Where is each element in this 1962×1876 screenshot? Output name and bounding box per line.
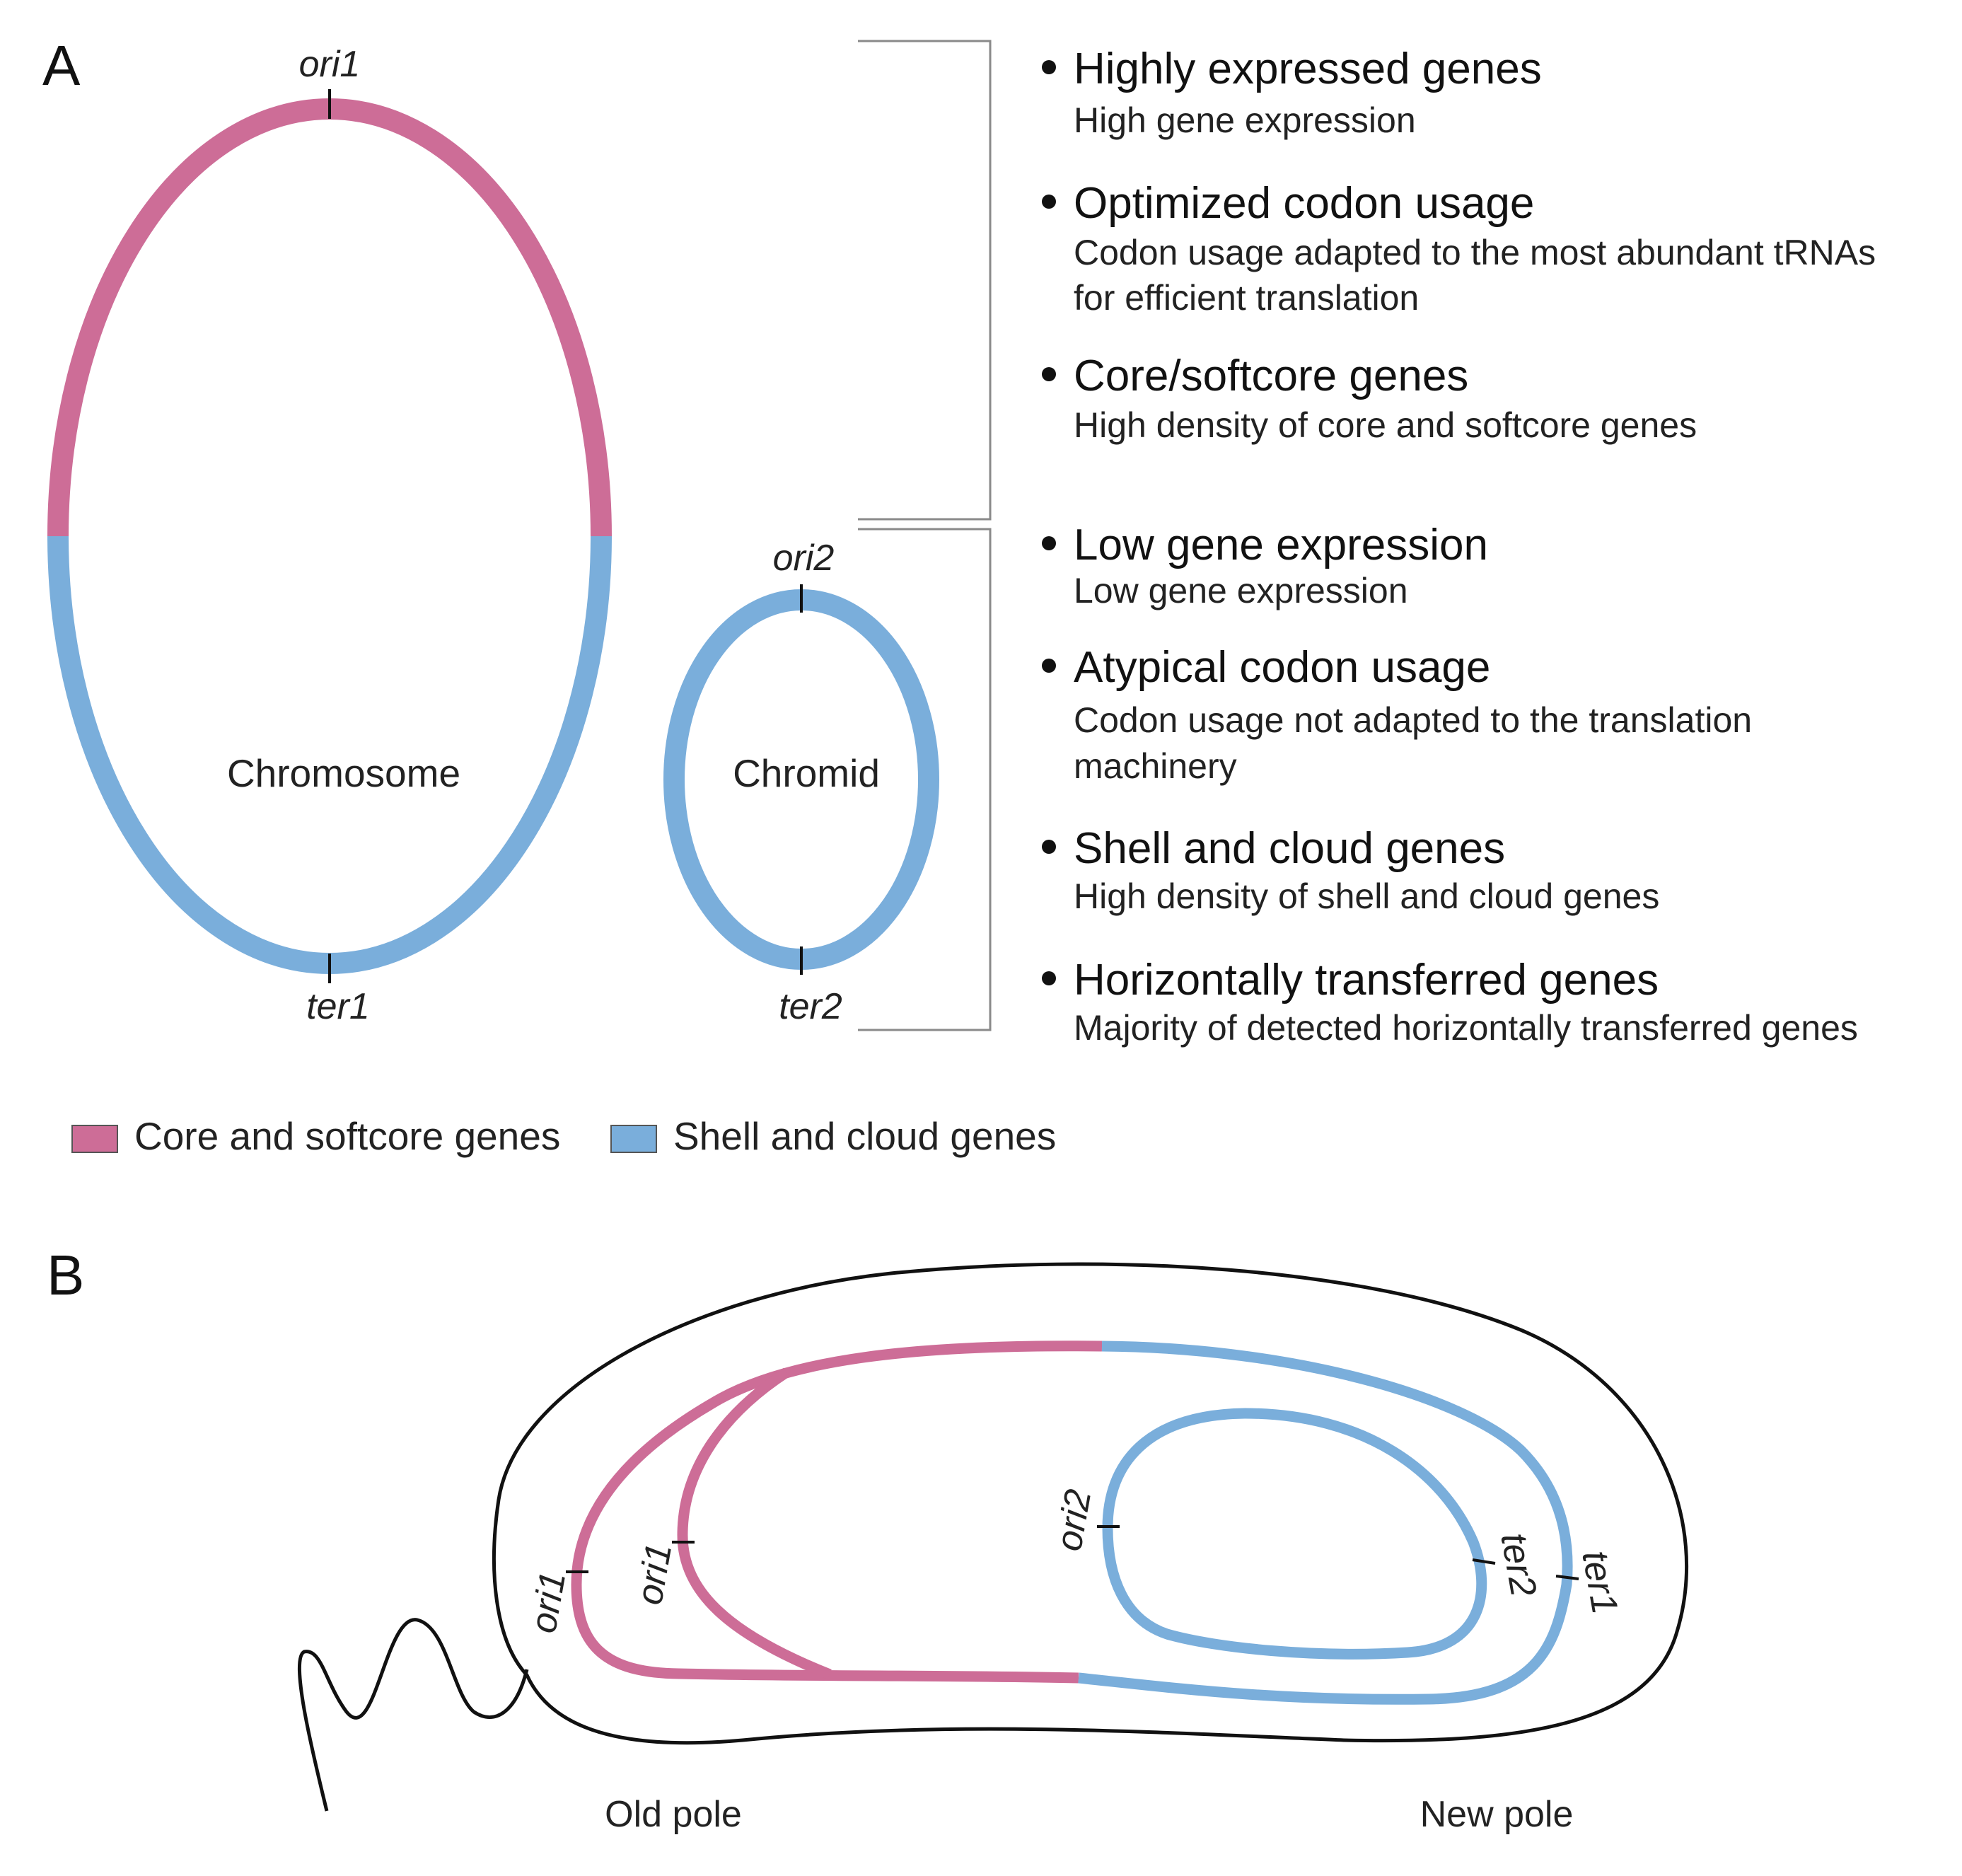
panel-a-letter: A (42, 34, 81, 97)
chromid-loop (1102, 1408, 1487, 1660)
feature-item: Atypical codon usage Codon usage not ada… (1042, 643, 1752, 786)
feature-title: Low gene expression (1074, 521, 1488, 569)
panel-a: A ori1 ter1 Chromosome ori2 ter2 Chromid (42, 34, 1876, 1158)
feature-desc: High density of shell and cloud genes (1074, 876, 1659, 916)
chromosome-shell-arc (1078, 1341, 1573, 1705)
panel-b-letter: B (47, 1244, 84, 1307)
feature-item: Horizontally transferred genes Majority … (1042, 956, 1858, 1048)
feature-title: Optimized codon usage (1074, 179, 1534, 228)
feature-item: Core/softcore genes High density of core… (1042, 352, 1697, 445)
bullet (1042, 659, 1056, 673)
feature-title: Horizontally transferred genes (1074, 956, 1659, 1004)
ori1-inner-label: ori1 (629, 1540, 680, 1607)
ter2-label: ter2 (779, 986, 842, 1027)
feature-title: Atypical codon usage (1074, 643, 1490, 692)
ori1-label: ori1 (299, 44, 361, 85)
chromid-features: Low gene expression Low gene expression … (1042, 521, 1858, 1048)
feature-desc: for efficient translation (1074, 278, 1419, 318)
ter1-tick (1555, 1575, 1579, 1580)
chromosome-diagram: ori1 ter1 Chromosome (47, 44, 612, 1027)
chromid-bracket (858, 528, 992, 1031)
chromosome-core-arc (47, 98, 612, 537)
chromosome-core-outer (571, 1341, 1103, 1684)
new-pole-label: New pole (1420, 1794, 1574, 1835)
legend-label-shell: Shell and cloud genes (673, 1114, 1056, 1158)
chromid-label: Chromid (733, 751, 880, 795)
chromosome-bracket (858, 40, 992, 521)
chromosome-features: Highly expressed genes High gene express… (1042, 45, 1876, 445)
bullet (1042, 195, 1056, 209)
panel-b: B ori1 ori1 ori2 ter2 ter1 Old pole New … (47, 1244, 1689, 1835)
legend-swatch-shell (610, 1125, 657, 1153)
ter1-label: ter1 (1574, 1548, 1625, 1617)
bullet (1042, 367, 1056, 381)
cell-outline (492, 1262, 1689, 1745)
ori2-label: ori2 (773, 538, 835, 579)
bullet (1042, 536, 1056, 550)
flagellum (297, 1618, 529, 1812)
chromosome-label: Chromosome (227, 751, 460, 795)
feature-item: Highly expressed genes High gene express… (1042, 45, 1542, 140)
feature-desc: Low gene expression (1074, 571, 1408, 610)
ter2-label: ter2 (1492, 1530, 1544, 1599)
feature-title: Shell and cloud genes (1074, 824, 1505, 873)
feature-desc: machinery (1074, 746, 1237, 786)
chromosome-core-inner (677, 1367, 832, 1679)
bullet (1042, 971, 1056, 985)
feature-item: Low gene expression Low gene expression (1042, 521, 1488, 610)
bullet (1042, 840, 1056, 854)
legend-label-core: Core and softcore genes (134, 1114, 560, 1158)
feature-desc: High gene expression (1074, 100, 1416, 140)
feature-desc: High density of core and softcore genes (1074, 405, 1697, 445)
chromid-diagram: ori2 ter2 Chromid (663, 538, 939, 1027)
chromosome-shell-arc (47, 535, 612, 974)
feature-desc: Codon usage adapted to the most abundant… (1074, 233, 1876, 272)
feature-item: Optimized codon usage Codon usage adapte… (1042, 179, 1876, 318)
ori2-label: ori2 (1048, 1486, 1099, 1554)
old-pole-label: Old pole (605, 1794, 742, 1835)
ter1-label: ter1 (306, 986, 370, 1027)
feature-desc: Codon usage not adapted to the translati… (1074, 700, 1752, 740)
legend: Core and softcore genes Shell and cloud … (71, 1114, 1056, 1158)
feature-title: Core/softcore genes (1074, 352, 1468, 400)
ter2-tick (1472, 1558, 1496, 1565)
legend-swatch-core (71, 1125, 118, 1153)
feature-title: Highly expressed genes (1074, 45, 1542, 93)
feature-item: Shell and cloud genes High density of sh… (1042, 824, 1659, 916)
bullet (1042, 60, 1056, 74)
ori1-outer-label: ori1 (523, 1568, 574, 1635)
feature-desc: Majority of detected horizontally transf… (1074, 1008, 1858, 1048)
